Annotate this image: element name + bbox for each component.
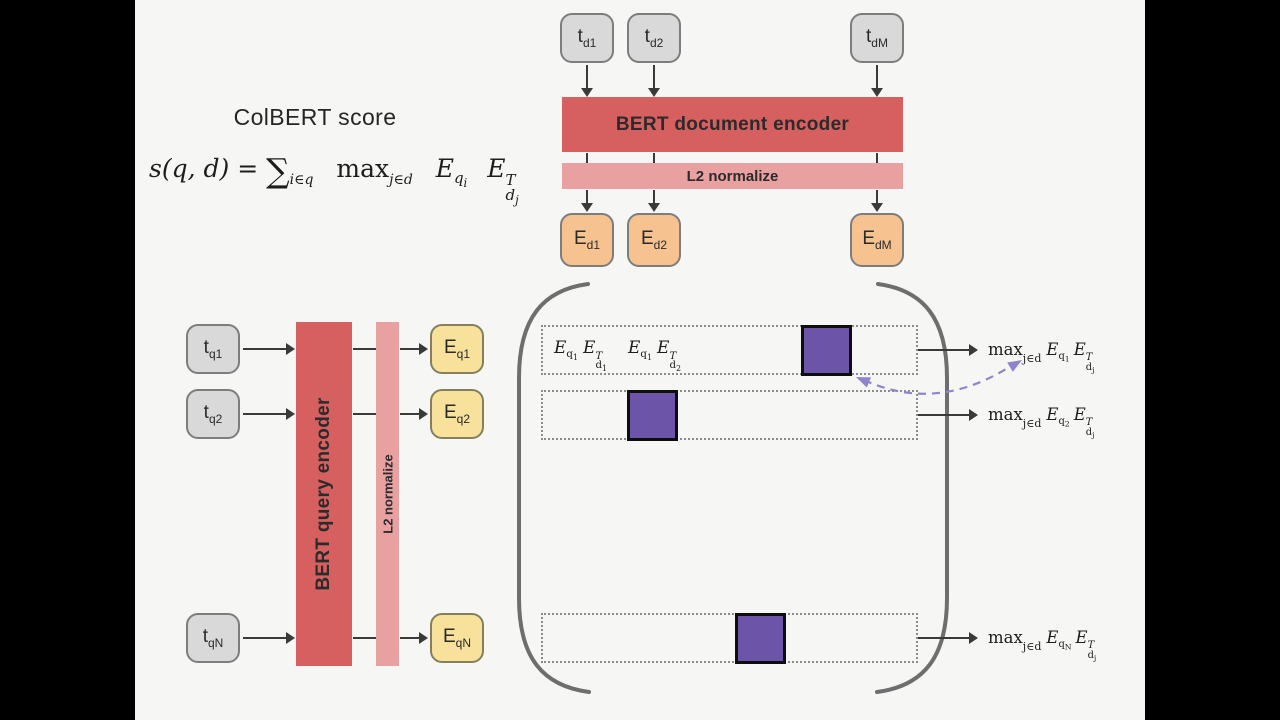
connector-query-2 (353, 413, 376, 415)
query-embedding-1-label: Eq1 (443, 337, 471, 361)
score-title: ColBERT score (233, 104, 397, 130)
matrix-row-N (541, 613, 918, 663)
arrow-doc-token2-encoder (648, 65, 660, 97)
query-token-1-label: tq1 (203, 337, 223, 361)
doc-token-M: tdM (850, 13, 904, 63)
query-token-2-label: tq2 (203, 402, 223, 426)
doc-token-2: td2 (627, 13, 681, 63)
arrow-doc-token1-encoder (581, 65, 593, 97)
query-encoder-label: BERT query encoder (313, 397, 334, 591)
query-encoder-box: BERT query encoder (296, 322, 352, 666)
connector-query-N (353, 637, 376, 639)
max-similarity-square-rowN (735, 613, 786, 664)
arrow-doc-norm-embM (871, 190, 883, 212)
arrow-rowN-max (918, 632, 978, 644)
query-embedding-N: EqN (430, 613, 484, 663)
query-embedding-1: Eq1 (430, 324, 484, 374)
query-token-1: tq1 (186, 324, 240, 374)
arrow-query-norm-embN (400, 632, 428, 644)
query-embedding-2: Eq2 (430, 389, 484, 439)
doc-encoder-box: BERT document encoder (562, 97, 903, 152)
query-token-N-label: tqN (202, 626, 224, 650)
query-l2-normalize-label: L2 normalize (380, 454, 395, 534)
matrix-row-2 (541, 390, 918, 440)
arrow-query-token1-encoder (243, 343, 295, 355)
max-similarity-square-row1 (801, 325, 852, 376)
connector-query-1 (353, 348, 376, 350)
doc-token-M-label: tdM (866, 26, 888, 50)
doc-token-2-label: td2 (644, 26, 664, 50)
query-token-2: tq2 (186, 389, 240, 439)
query-l2-normalize-bar: L2 normalize (376, 322, 399, 666)
max-similarity-square-row2 (627, 390, 678, 441)
arrow-row1-max (918, 344, 978, 356)
sum-operator: ∑ (266, 151, 290, 190)
doc-embedding-1-label: Ed1 (573, 228, 601, 252)
doc-l2-normalize-bar: L2 normalize (562, 163, 903, 189)
query-token-N: tqN (186, 613, 240, 663)
connector-doc-2 (653, 153, 655, 163)
doc-token-1-label: td1 (577, 26, 597, 50)
doc-embedding-2-label: Ed2 (640, 228, 668, 252)
arrow-doc-tokenM-encoder (871, 65, 883, 97)
arrow-query-norm-emb2 (400, 408, 428, 420)
doc-l2-normalize-label: L2 normalize (686, 167, 779, 185)
arrow-doc-norm-emb1 (581, 190, 593, 212)
doc-embedding-2: Ed2 (627, 213, 681, 267)
formula-eq-term: Eqi (435, 154, 468, 191)
doc-embedding-1: Ed1 (560, 213, 614, 267)
arrow-row2-max (918, 409, 978, 421)
doc-embedding-M-label: EdM (862, 228, 892, 252)
max-subscript: j∈d (389, 172, 413, 188)
query-embedding-N-label: EqN (442, 626, 472, 650)
query-embedding-2-label: Eq2 (443, 402, 471, 426)
max-operator: max (336, 154, 390, 183)
formula-lhs: s(q, d) (149, 154, 230, 183)
arrow-query-token2-encoder (243, 408, 295, 420)
doc-embedding-M: EdM (850, 213, 904, 267)
doc-encoder-label: BERT document encoder (615, 113, 850, 135)
connector-doc-1 (586, 153, 588, 163)
arrow-doc-norm-emb2 (648, 190, 660, 212)
arrow-query-norm-emb1 (400, 343, 428, 355)
connector-doc-M (876, 153, 878, 163)
sum-subscript: i∈q (289, 172, 314, 188)
formula-equals: = (237, 154, 259, 183)
arrow-query-tokenN-encoder (243, 632, 295, 644)
doc-token-1: td1 (560, 13, 614, 63)
